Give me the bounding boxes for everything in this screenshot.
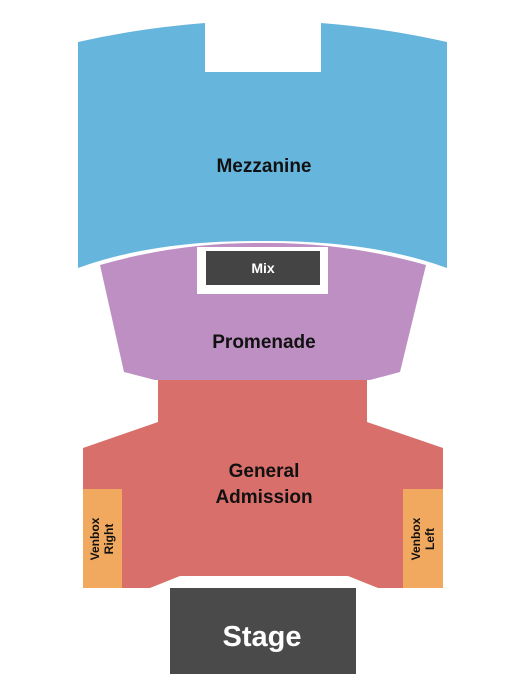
section-promenade[interactable] [100, 242, 426, 380]
section-venbox-right[interactable] [83, 489, 122, 588]
section-mezzanine[interactable] [78, 23, 447, 268]
section-mix[interactable] [206, 251, 320, 285]
section-general-admission[interactable] [83, 380, 443, 588]
stage [170, 588, 356, 674]
section-venbox-left[interactable] [403, 489, 443, 588]
